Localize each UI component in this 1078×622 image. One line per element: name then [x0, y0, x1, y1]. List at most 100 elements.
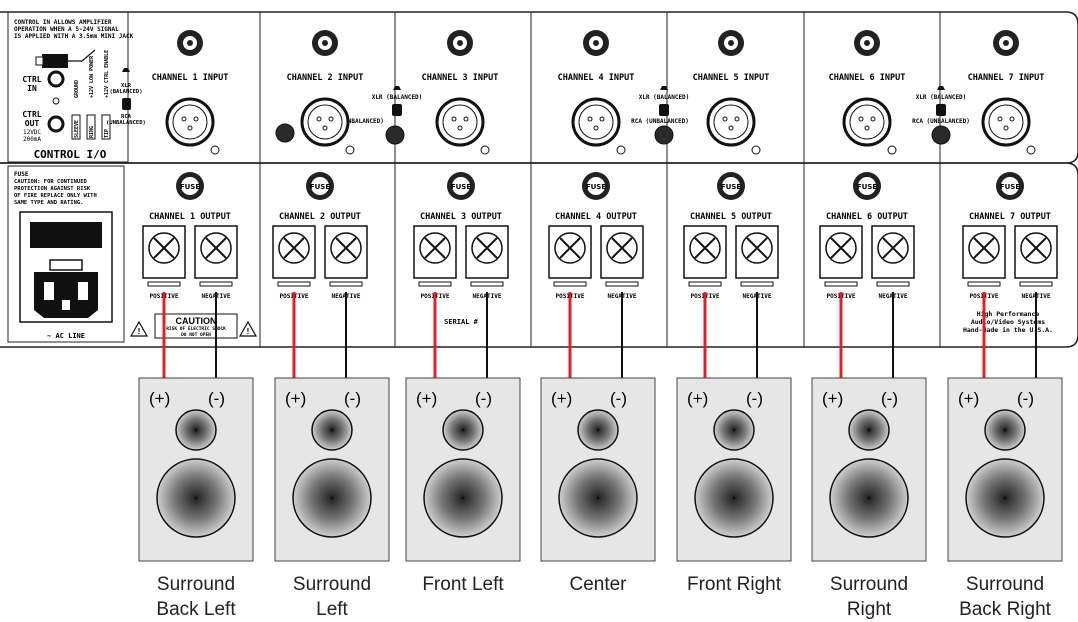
speaker-name-6-line-2: Right	[847, 599, 892, 620]
negative-post-cross-4	[611, 237, 633, 259]
switch-2-3-xlr: XLR (BALANCED)	[372, 94, 423, 101]
ctrl-in-label-1: CTRL	[22, 75, 41, 84]
ctrl-enable-label: +12V CTRL ENABLE	[104, 50, 110, 98]
channel-3-output-label: CHANNEL 3 OUTPUT	[420, 212, 502, 222]
xlr-pin-6-2	[870, 116, 876, 122]
tweeter-dustcap-6	[867, 428, 871, 432]
control-xlr-label-2: (BALANCED)	[109, 89, 142, 95]
xlr-pin-7-1	[997, 116, 1003, 122]
ac-fuse-drawer	[49, 259, 83, 271]
xlr-pin-2-2	[328, 116, 334, 122]
negative-post-cross-3	[476, 237, 498, 259]
xlr-pin-5-3	[728, 125, 734, 131]
speaker-plus-label-6: (+)	[822, 389, 843, 408]
positive-post-cross-4	[559, 237, 581, 259]
ground-label: GROUND	[74, 80, 80, 98]
fuse-ac-panel: FUSE CAUTION: FOR CONTINUED PROTECTION A…	[7, 165, 125, 343]
ctrl-out-label-3: 12VDC	[23, 129, 41, 136]
speaker-minus-label-5: (-)	[746, 389, 763, 408]
low-power-label: +12V LOW POWER	[89, 55, 95, 98]
negative-post-cross-5	[746, 237, 768, 259]
quarter-inch-jack-center-7	[1003, 40, 1009, 46]
quarter-inch-jack-center-5	[728, 40, 734, 46]
ac-pin-right	[78, 282, 88, 300]
negative-post-cross-7	[1025, 237, 1047, 259]
fuse-cap-5	[722, 177, 740, 195]
channel-1-output-label: CHANNEL 1 OUTPUT	[149, 212, 231, 222]
ctrl-out-jack	[47, 115, 65, 133]
switch-4-5-toggle	[659, 104, 669, 116]
negative-post-cross-2	[335, 237, 357, 259]
speaker-minus-label-6: (-)	[881, 389, 898, 408]
speaker-name-3-line-1: Front Left	[422, 574, 504, 595]
caution-line-1: RISK OF ELECTRIC SHOCK	[166, 326, 226, 332]
fuse-cap-2	[311, 177, 329, 195]
negative-post-cross-6	[882, 237, 904, 259]
speaker-plus-label-5: (+)	[687, 389, 708, 408]
xlr-pin-7-3	[1003, 125, 1009, 131]
xlr-pin-1-3	[187, 125, 193, 131]
fuse-caution-3: OF FIRE REPLACE ONLY WITH	[14, 193, 97, 199]
woofer-dustcap-3	[461, 496, 465, 500]
xlr-jack-inner-7	[988, 104, 1024, 140]
positive-post-base-5	[688, 281, 722, 287]
speaker-name-7-line-2: Back Right	[959, 599, 1052, 620]
fuse-cap-7	[1001, 177, 1019, 195]
xlr-jack-inner-5	[713, 104, 749, 140]
speaker-plus-label-4: (+)	[551, 389, 572, 408]
xlr-screw-2	[345, 145, 355, 155]
speaker-name-5-line-1: Front Right	[687, 574, 782, 595]
positive-post-base-4	[553, 281, 587, 287]
tweeter-dustcap-1	[194, 428, 198, 432]
xlr-pin-1-2	[193, 116, 199, 122]
xlr-pin-4-3	[593, 125, 599, 131]
fuse-label-1: FUSE	[180, 183, 201, 191]
negative-post-base-5	[740, 281, 774, 287]
channel-2-input-label: CHANNEL 2 INPUT	[287, 73, 364, 83]
shared-switches: XLR (BALANCED) RCA (UNBALANCED) XLR (BAL…	[275, 86, 970, 145]
speaker-5: (+) (-) Front Right	[676, 377, 792, 595]
tweeter-dustcap-7	[1003, 428, 1007, 432]
positive-post-cross-6	[830, 237, 852, 259]
channel-5-output-label: CHANNEL 5 OUTPUT	[690, 212, 772, 222]
fuse-label-5: FUSE	[721, 183, 742, 191]
warning-triangle-left	[129, 320, 149, 337]
xlr-pin-2-3	[322, 125, 328, 131]
ring-box	[86, 114, 96, 140]
positive-post-base-7	[967, 281, 1001, 287]
speaker-name-2-line-1: Surround	[293, 574, 371, 595]
woofer-dustcap-5	[732, 496, 736, 500]
xlr-pin-5-2	[734, 116, 740, 122]
ring-label: RING	[89, 126, 95, 138]
negative-post-base-3	[470, 281, 504, 287]
positive-post-cross-5	[694, 237, 716, 259]
caution-line-2: DO NOT OPEN	[181, 332, 211, 338]
negative-post-base-2	[329, 281, 363, 287]
speaker-minus-label-3: (-)	[475, 389, 492, 408]
xlr-jack-inner-4	[578, 104, 614, 140]
negative-post-base-4	[605, 281, 639, 287]
ctrl-out-label-2: OUT	[25, 119, 40, 128]
speaker-name-6-line-1: Surround	[830, 574, 908, 595]
mini-jack-cable	[68, 49, 96, 62]
speaker-plus-label-1: (+)	[149, 389, 170, 408]
ctrl-out-label-1: CTRL	[22, 110, 41, 119]
panel-dividers	[259, 12, 941, 347]
ac-switch-cover	[30, 222, 102, 248]
speaker-name-4-line-1: Center	[569, 574, 627, 595]
ac-inlet-socket	[34, 272, 98, 318]
quarter-inch-jack-center-3	[457, 40, 463, 46]
caution-badge	[154, 313, 238, 339]
xlr-screw-4	[616, 145, 626, 155]
quarter-inch-jack-center-6	[864, 40, 870, 46]
fuse-caution-1: CAUTION: FOR CONTINUED	[14, 179, 88, 185]
switch-6-7-indicator	[937, 86, 945, 90]
xlr-jack-inner-3	[442, 104, 478, 140]
